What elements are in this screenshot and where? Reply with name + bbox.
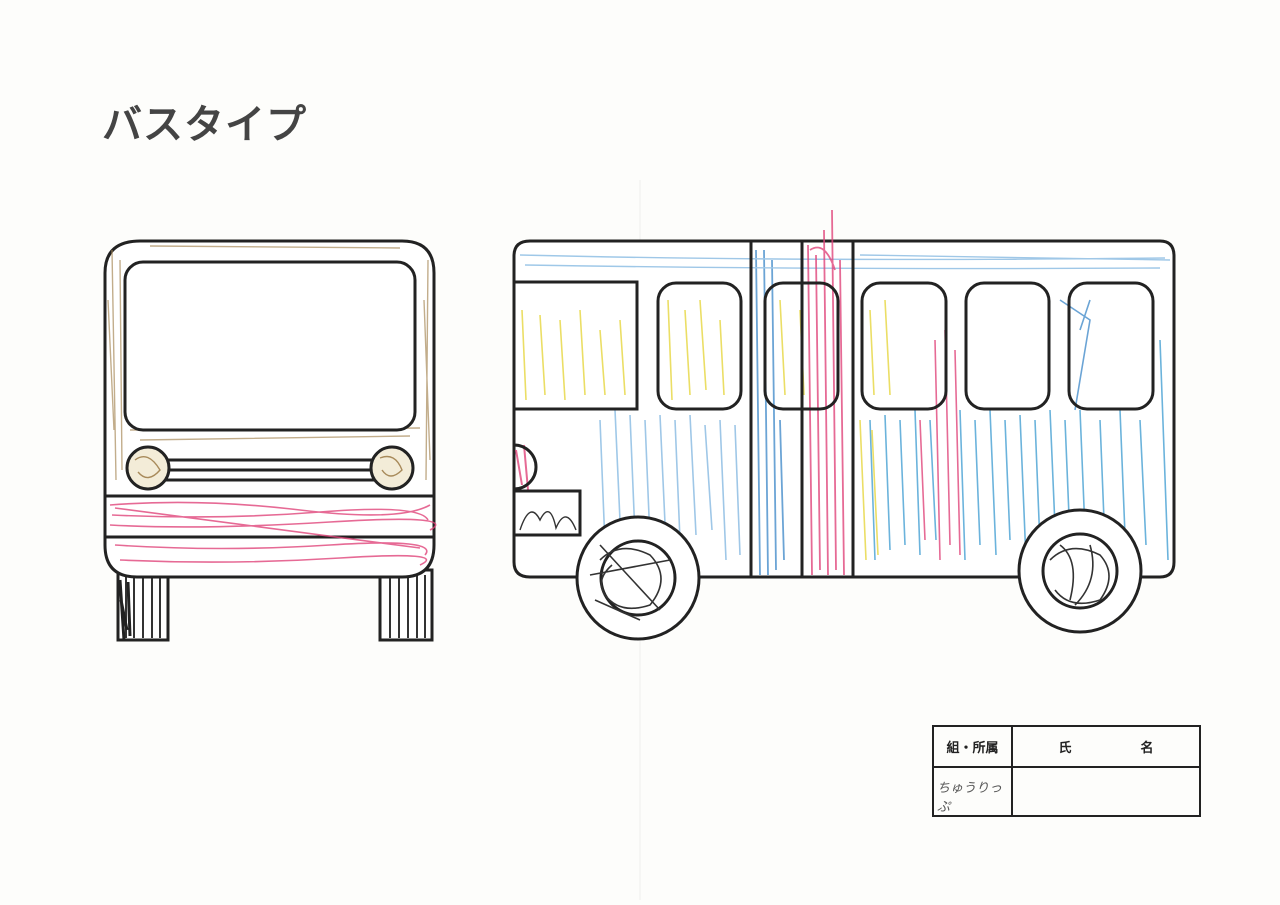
bus-side-view <box>512 209 1176 641</box>
page-title: バスタイプ <box>102 102 307 148</box>
group-header-cell: 組・所属 <box>932 725 1013 768</box>
name-entry-table: 組・所属 氏 名 ちゅうりっぷ <box>932 725 1201 817</box>
name-header-cell: 氏 名 <box>1011 725 1201 768</box>
side-front-lamp <box>512 489 582 537</box>
crayon-blue-scribble <box>519 249 1171 576</box>
group-value-cell[interactable]: ちゅうりっぷ <box>932 766 1013 817</box>
side-front-wheel <box>575 515 701 641</box>
side-window-3 <box>860 281 948 411</box>
side-window-5 <box>1067 281 1155 411</box>
side-body-outline <box>512 239 1176 579</box>
front-left-wheel <box>116 568 170 642</box>
side-window-2 <box>763 281 840 411</box>
front-left-headlight <box>125 445 171 491</box>
bus-front-view <box>103 239 437 642</box>
front-windshield <box>123 260 417 432</box>
side-window-4 <box>964 281 1051 411</box>
front-grille <box>165 458 375 482</box>
crayon-yellow-scribble <box>521 299 891 561</box>
front-right-wheel <box>378 568 434 642</box>
name-value-cell[interactable] <box>1011 766 1201 817</box>
side-driver-window <box>512 280 639 411</box>
side-window-1 <box>656 281 743 411</box>
side-rear-wheel <box>1017 508 1143 634</box>
front-right-headlight <box>369 445 415 491</box>
side-headlight <box>513 443 538 491</box>
